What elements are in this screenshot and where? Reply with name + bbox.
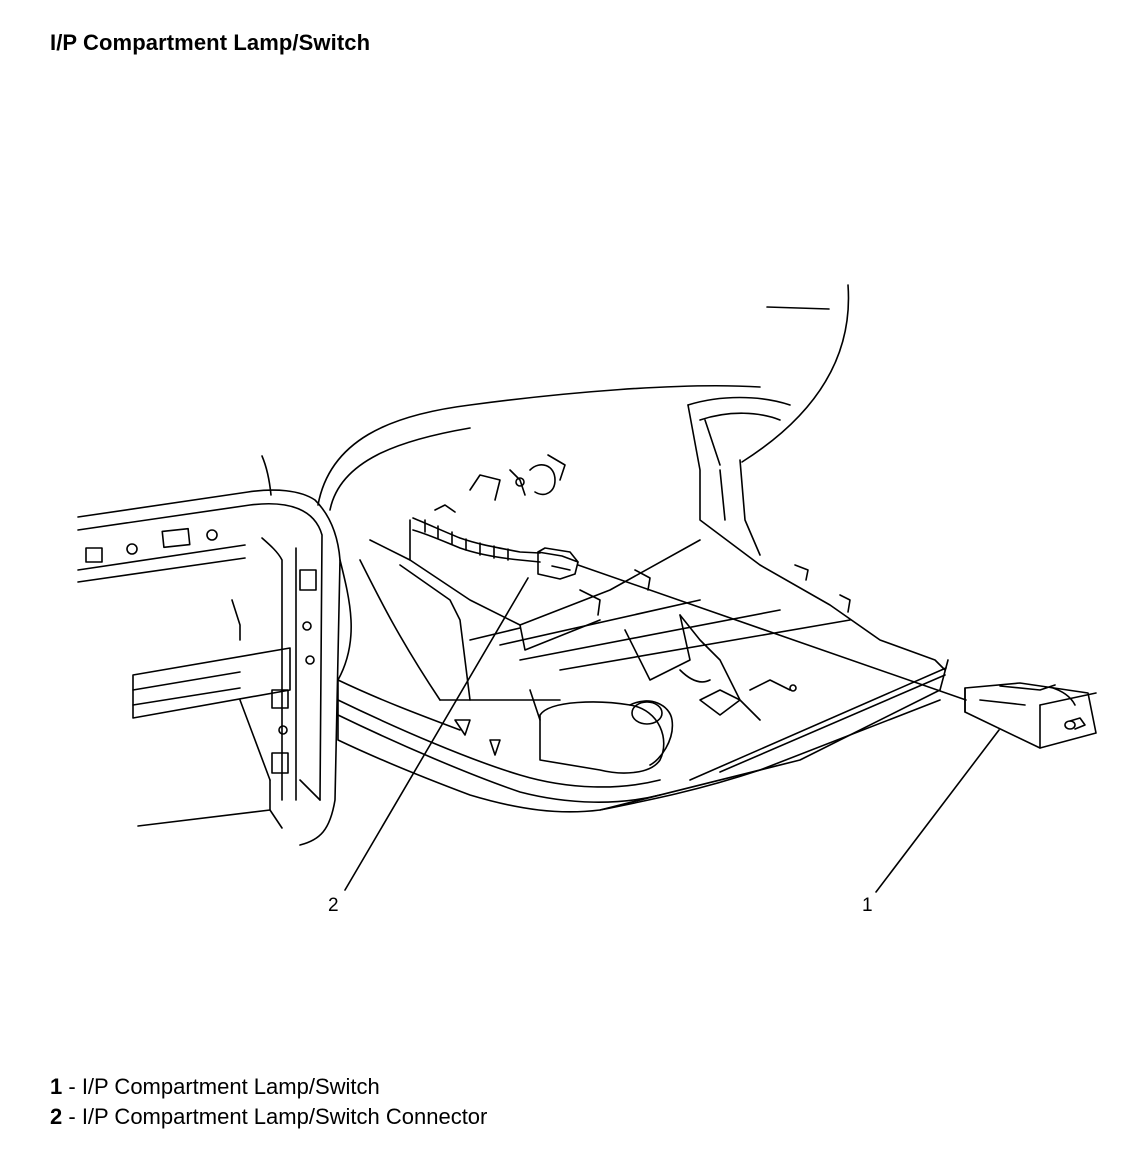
legend-number: 2 [50, 1104, 63, 1129]
legend: 1 - I/P Compartment Lamp/Switch 2 - I/P … [50, 1072, 487, 1132]
legend-separator: - [62, 1074, 82, 1099]
legend-text: I/P Compartment Lamp/Switch [81, 1074, 380, 1099]
legend-text: I/P Compartment Lamp/Switch Connector [81, 1104, 488, 1129]
lamp-switch-connector [538, 548, 578, 579]
diagram-title: I/P Compartment Lamp/Switch [50, 30, 371, 55]
legend-separator: - [62, 1104, 82, 1129]
callout-1: 1 [862, 895, 873, 916]
callout-2: 2 [328, 895, 339, 916]
tray-stopper [540, 615, 796, 773]
legend-number: 1 [50, 1074, 63, 1099]
lamp-switch-part [578, 565, 1096, 748]
legend-item-2: 2 - I/P Compartment Lamp/Switch Connecto… [50, 1102, 487, 1132]
upper-latch-details [435, 455, 565, 512]
wiring-harness [413, 518, 540, 562]
left-panel [78, 490, 340, 845]
legend-item-1: 1 - I/P Compartment Lamp/Switch [50, 1072, 487, 1102]
callout-leader-lines [345, 578, 999, 892]
glove-box-bin [360, 398, 945, 756]
dash-upper-contour [262, 285, 848, 510]
glove-box-tray [338, 560, 948, 812]
